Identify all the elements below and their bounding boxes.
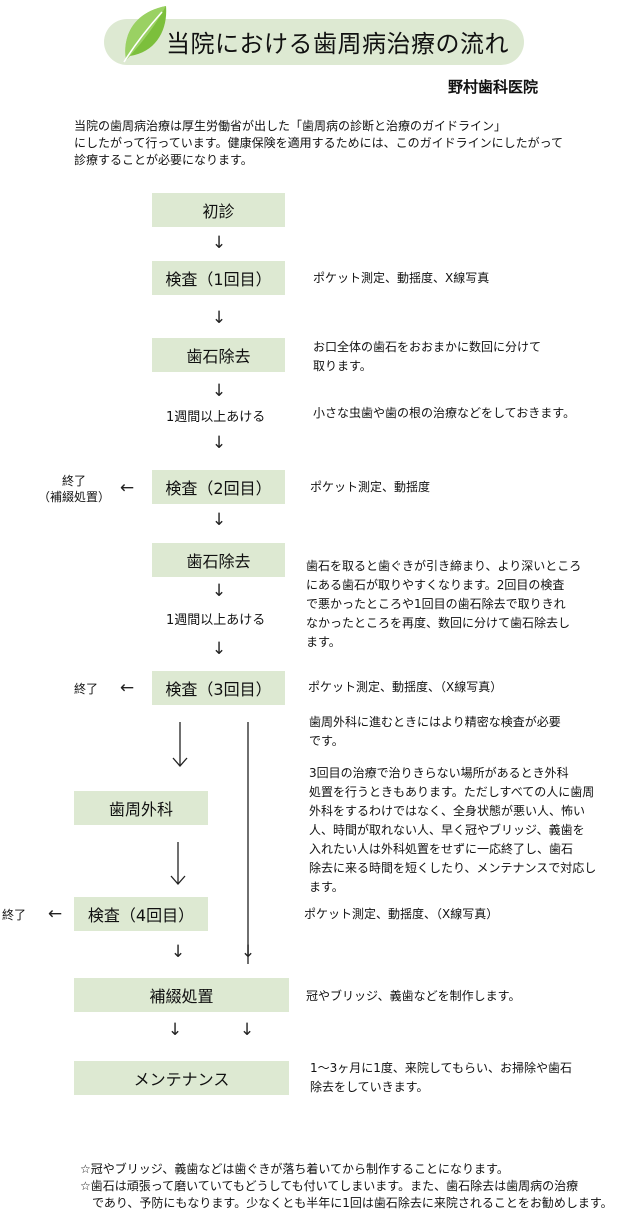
step-surgery: 歯周外科 xyxy=(74,791,208,825)
arrow-down: ↓ xyxy=(170,942,186,962)
note-line: 3回目の治療で治りきらない場所があるとき外科 xyxy=(309,766,569,780)
note-exam-2: ポケット測定、動揺度 xyxy=(310,480,431,494)
leaf-icon xyxy=(123,6,167,63)
note-wait-1: 小さな虫歯や歯の根の治療などをしておきます。 xyxy=(313,406,576,420)
note-line: ます。 xyxy=(309,880,344,894)
note-line: お口全体の歯石をおおまかに数回に分けて xyxy=(313,340,542,354)
arrow-left: ← xyxy=(47,904,63,924)
step-maintenance: メンテナンス xyxy=(74,1061,289,1095)
note-maintenance: 1～3ヶ月に1度、来院してもらい、お掃除や歯石 除去をしていきます。 xyxy=(310,1059,572,1097)
note-line: 取ります。 xyxy=(313,359,372,373)
arrow-down: ↓ xyxy=(211,433,227,453)
note-line: です。 xyxy=(309,734,344,748)
note-line: 処置を行うときもあります。ただしすべての人に歯周 xyxy=(309,785,595,799)
arrow-down: ↓ xyxy=(211,308,227,328)
end-text: 終了 xyxy=(61,474,86,488)
arrow-left: ← xyxy=(119,478,135,498)
step-exam-4: 検査（4回目） xyxy=(74,897,208,931)
note-line: 除去に来る時間を短くしたり、メンテナンスで対応し xyxy=(309,861,597,875)
arrow-down: ↓ xyxy=(211,510,227,530)
end-label-exam2: 終了 （補綴処置） xyxy=(34,473,114,505)
note-line: 除去をしていきます。 xyxy=(310,1080,429,1094)
step-prosthesis: 補綴処置 xyxy=(74,978,289,1012)
note-surgery: 3回目の治療で治りきらない場所があるとき外科 処置を行うときもあります。ただしす… xyxy=(309,764,596,897)
arrow-left: ← xyxy=(119,678,135,698)
step-scaling-1: 歯石除去 xyxy=(152,338,285,372)
wait-label-2: 1週間以上あける xyxy=(166,613,266,628)
footer-line: ☆歯石は頑張って磨いていてもどうしても付いてしまいます。また、歯石除去は歯周病の… xyxy=(80,1179,579,1193)
arrow-down: ↓ xyxy=(239,1020,255,1040)
intro-text: 当院の歯周病治療は厚生労働省が出した「歯周病の診断と治療のガイドライン」 にした… xyxy=(74,118,574,169)
step-first-visit: 初診 xyxy=(152,193,285,227)
arrow-down: ↓ xyxy=(211,639,227,659)
arrow-down: ↓ xyxy=(211,581,227,601)
note-line: 入れたい人は外科処置をせずに一応終了し、歯石 xyxy=(309,842,574,856)
page-title: 当院における歯周病治療の流れ xyxy=(166,30,509,58)
note-surgery-precision: 歯周外科に進むときにはより精密な検査が必要 です。 xyxy=(309,713,561,751)
note-line: 歯石を取ると歯ぐきが引き締まり、より深いところ xyxy=(306,559,582,573)
end-label-exam3: 終了 xyxy=(74,682,99,696)
note-exam-4: ポケット測定、動揺度、（X線写真） xyxy=(304,907,499,921)
note-line: ます。 xyxy=(306,635,341,649)
note-scaling-2: 歯石を取ると歯ぐきが引き締まり、より深いところ にある歯石が取りやすくなります。… xyxy=(306,557,581,652)
footer-line: ☆冠やブリッジ、義歯などは歯ぐきが落ち着いてから制作することになります。 xyxy=(80,1162,509,1176)
arrow-down: ↓ xyxy=(211,233,227,253)
end-text: （補綴処置） xyxy=(37,490,110,504)
note-line: 人、時間が取れない人、早く冠やブリッジ、義歯を xyxy=(309,823,585,837)
arrow-down: ↓ xyxy=(211,381,227,401)
note-line: 1～3ヶ月に1度、来院してもらい、お掃除や歯石 xyxy=(310,1061,572,1075)
title-banner xyxy=(104,19,524,65)
end-label-exam4: 終了 xyxy=(2,908,27,922)
step-exam-1: 検査（1回目） xyxy=(152,261,285,295)
note-exam-3: ポケット測定、動揺度、（X線写真） xyxy=(308,680,503,694)
footer-line: であり、予防にもなります。少なくとも半年に1回は歯石除去に来院されることをお勧め… xyxy=(80,1196,613,1210)
intro-line: にしたがって行っています。健康保険を適用するためには、このガイドラインにしたがっ… xyxy=(74,136,564,150)
clinic-name: 野村歯科医院 xyxy=(448,78,539,96)
note-line: にある歯石が取りやすくなります。2回目の検査 xyxy=(306,578,565,592)
note-line: 歯周外科に進むときにはより精密な検査が必要 xyxy=(309,715,561,729)
note-prosthesis: 冠やブリッジ、義歯などを制作します。 xyxy=(306,989,521,1003)
step-scaling-2: 歯石除去 xyxy=(152,543,285,577)
footer-notes: ☆冠やブリッジ、義歯などは歯ぐきが落ち着いてから制作することになります。 ☆歯石… xyxy=(80,1161,613,1212)
wait-label-1: 1週間以上あける xyxy=(166,410,266,425)
intro-line: 診療することが必要になります。 xyxy=(74,153,253,167)
note-line: で悪かったところや1回目の歯石除去で取りきれ xyxy=(306,597,566,611)
arrow-down: ↓ xyxy=(167,1020,183,1040)
step-exam-3: 検査（3回目） xyxy=(152,671,285,705)
note-line: 外科をするわけではなく、全身状態が悪い人、怖い xyxy=(309,804,586,818)
intro-line: 当院の歯周病治療は厚生労働省が出した「歯周病の診断と治療のガイドライン」 xyxy=(74,119,507,133)
note-line: なかったところを再度、数回に分けて歯石除去し xyxy=(306,616,571,630)
step-exam-2: 検査（2回目） xyxy=(152,470,285,504)
note-scaling-1: お口全体の歯石をおおまかに数回に分けて 取ります。 xyxy=(313,338,541,376)
note-exam-1: ポケット測定、動揺度、X線写真 xyxy=(313,271,490,285)
